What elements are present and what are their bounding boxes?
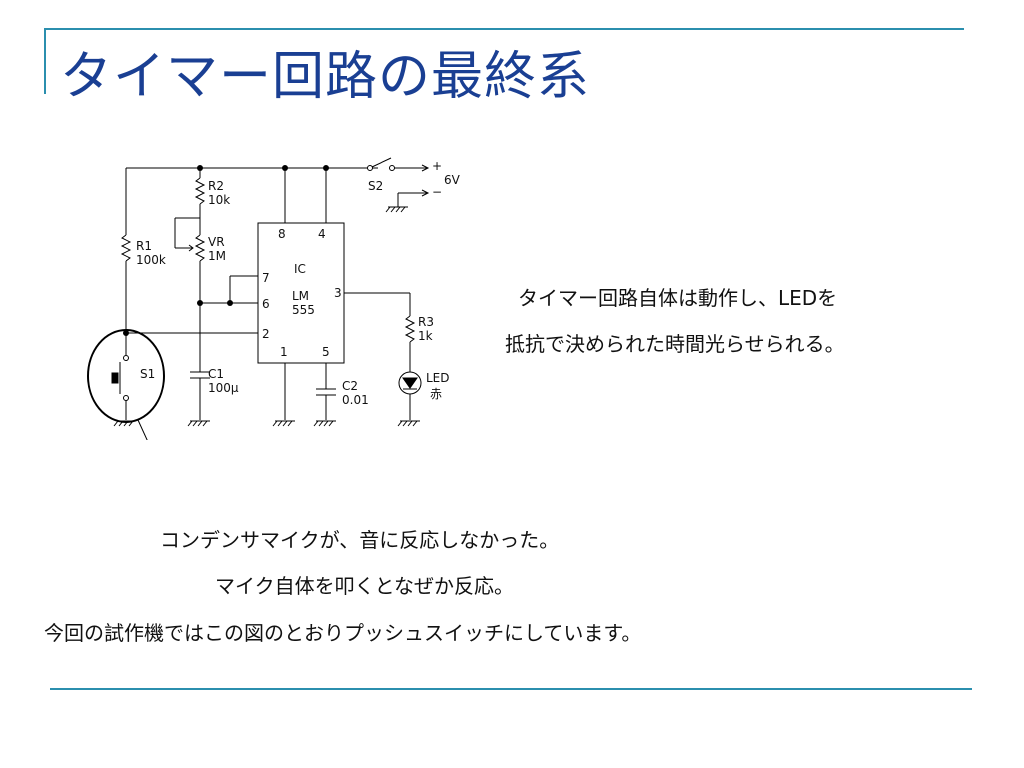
pin-4-label: 4 bbox=[318, 227, 326, 241]
vr-name-label: VR bbox=[208, 235, 225, 249]
pin-3-label: 3 bbox=[334, 286, 342, 300]
power-minus-label: − bbox=[432, 185, 442, 199]
pin-7-label: 7 bbox=[262, 271, 270, 285]
c2-name-label: C2 bbox=[342, 379, 358, 393]
c1-value-label: 100μ bbox=[208, 381, 239, 395]
note-line-2: マイク自体を叩くとなぜか反応。 bbox=[215, 574, 514, 598]
r3-name-label: R3 bbox=[418, 315, 434, 329]
switch-s2-label: S2 bbox=[368, 179, 383, 193]
r3-value-label: 1k bbox=[418, 329, 433, 343]
pin-6-label: 6 bbox=[262, 297, 270, 311]
pin-5-label: 5 bbox=[322, 345, 330, 359]
footer-rule bbox=[50, 688, 972, 690]
ic-part-line2: 555 bbox=[292, 303, 315, 317]
pin-1-label: 1 bbox=[280, 345, 288, 359]
c2-value-label: 0.01 bbox=[342, 393, 369, 407]
timer-circuit-schematic: + − 6V S2 R2 10k VR 1M R1 100k IC LM 555… bbox=[87, 157, 461, 440]
title-top-rule bbox=[44, 28, 964, 30]
title-left-rule bbox=[44, 30, 46, 94]
switch-s1-label: S1 bbox=[140, 367, 155, 381]
r1-name-label: R1 bbox=[136, 239, 152, 253]
r2-value-label: 10k bbox=[208, 193, 230, 207]
ic-label: IC bbox=[294, 262, 306, 276]
note-line-3: 今回の試作機ではこの図のとおりプッシュスイッチにしています。 bbox=[44, 621, 642, 645]
led-color-label: 赤 bbox=[430, 387, 442, 401]
slide-title: タイマー回路の最終系 bbox=[60, 47, 591, 107]
pin-8-label: 8 bbox=[278, 227, 286, 241]
vr-value-label: 1M bbox=[208, 249, 226, 263]
description-line-1: タイマー回路自体は動作し、LEDを bbox=[518, 286, 838, 310]
led-name-label: LED bbox=[426, 371, 450, 385]
c1-name-label: C1 bbox=[208, 367, 224, 381]
note-line-1: コンデンサマイクが、音に反応しなかった。 bbox=[160, 528, 560, 552]
r1-value-label: 100k bbox=[136, 253, 166, 267]
pin-2-label: 2 bbox=[262, 327, 270, 341]
power-plus-label: + bbox=[432, 159, 442, 173]
power-voltage-label: 6V bbox=[444, 173, 461, 187]
description-line-2: 抵抗で決められた時間光らせられる。 bbox=[505, 332, 845, 356]
r2-name-label: R2 bbox=[208, 179, 224, 193]
ic-part-line1: LM bbox=[292, 289, 309, 303]
